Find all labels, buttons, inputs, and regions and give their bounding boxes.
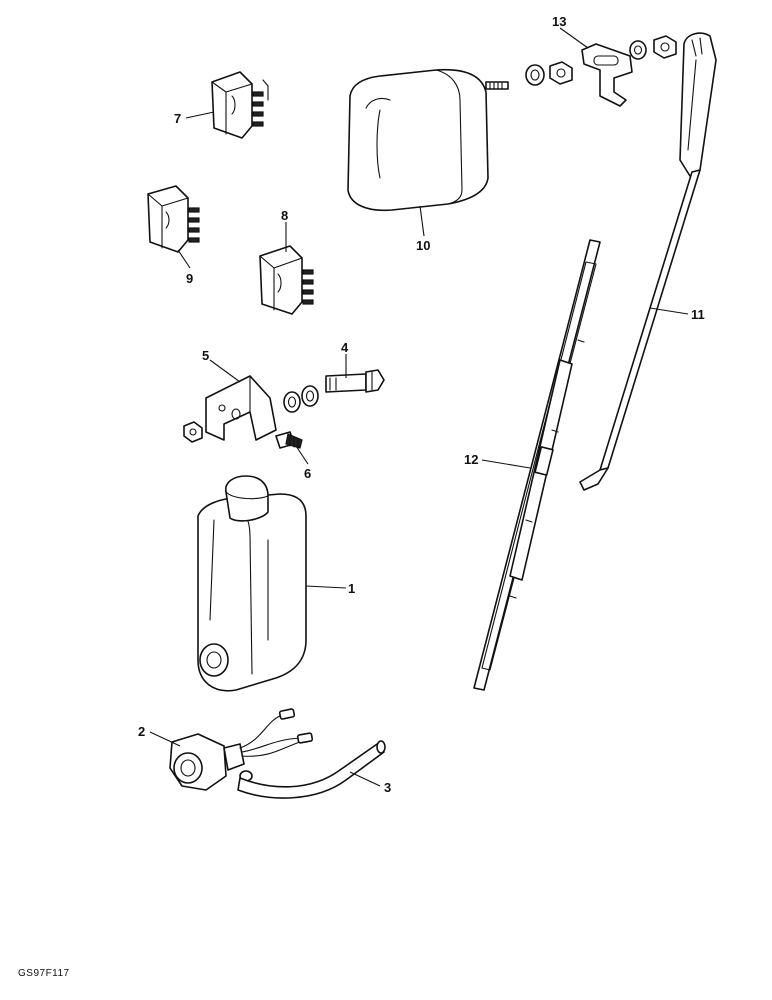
arm-nut xyxy=(653,35,677,59)
leader-13 xyxy=(559,27,589,49)
rocker-switch-9 xyxy=(147,185,200,253)
washer-large xyxy=(301,385,319,407)
callout-12: 12 xyxy=(464,452,478,467)
drawing-reference-code: GS97F117 xyxy=(18,968,70,979)
leader-6 xyxy=(295,445,309,465)
leader-10 xyxy=(419,205,425,237)
leader-5 xyxy=(209,359,241,383)
wiper-blade-12 xyxy=(473,239,601,691)
callout-8: 8 xyxy=(281,208,288,223)
callout-13: 13 xyxy=(552,14,566,29)
leader-2 xyxy=(149,731,181,747)
callout-3: 3 xyxy=(384,780,391,795)
wiper-arm-11 xyxy=(579,32,717,491)
callout-5: 5 xyxy=(202,348,209,363)
callout-7: 7 xyxy=(174,111,181,126)
washer-small xyxy=(283,391,301,413)
mounting-bracket-13 xyxy=(581,43,633,107)
leader-12 xyxy=(481,459,531,469)
bracket-nut xyxy=(183,421,203,443)
spindle-nut xyxy=(549,61,573,85)
leader-7 xyxy=(185,111,215,119)
leader-9 xyxy=(177,249,191,269)
leader-1 xyxy=(305,585,347,589)
callout-4: 4 xyxy=(341,340,349,355)
hose-3 xyxy=(237,740,386,799)
screw-6 xyxy=(275,431,303,449)
callout-11: 11 xyxy=(691,307,705,322)
callout-2: 2 xyxy=(138,724,145,739)
spindle-bolt-4 xyxy=(325,369,385,393)
leader-lines xyxy=(149,27,689,787)
leader-3 xyxy=(349,771,381,787)
arm-washer xyxy=(629,40,647,60)
spindle-washer xyxy=(525,64,545,86)
callout-1: 1 xyxy=(348,581,355,596)
callout-6: 6 xyxy=(304,466,311,481)
rocker-switch-7 xyxy=(211,71,269,139)
rocker-switch-8 xyxy=(259,245,314,315)
callout-9: 9 xyxy=(186,271,193,286)
callout-10: 10 xyxy=(416,238,430,253)
washer-reservoir-1 xyxy=(197,475,307,692)
wiper-motor-10 xyxy=(347,68,509,212)
washer-pump-2 xyxy=(169,708,314,791)
leader-11 xyxy=(649,307,689,315)
bracket-5 xyxy=(205,375,277,441)
